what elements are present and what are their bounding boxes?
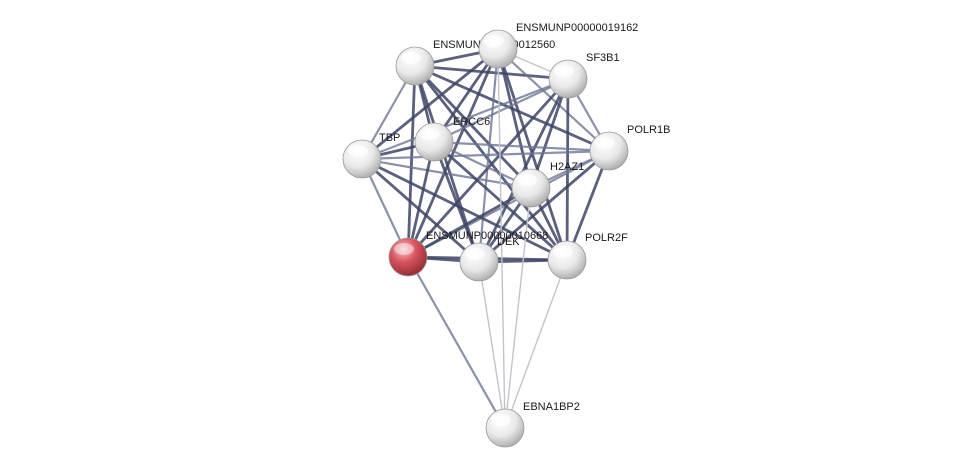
node-highlight	[394, 243, 414, 255]
edge-012560-010668	[406, 64, 417, 259]
edge-h2az1-ebna1bp2	[504, 187, 532, 429]
edge-sf3b1-tbp	[360, 77, 570, 161]
node-ensmunp00000012560[interactable]: ENSMUNP00000012560	[395, 39, 555, 86]
node-label: POLR1B	[627, 124, 670, 136]
node-highlight	[595, 137, 615, 149]
node-label: ERCC6	[453, 116, 490, 128]
node-label: DEK	[497, 236, 520, 248]
node-h2az1[interactable]: H2AZ1	[511, 161, 584, 208]
node-highlight	[465, 248, 485, 260]
edge-012560-h2az1	[413, 64, 533, 190]
node-label: TBP	[379, 132, 400, 144]
edge-019162-polr1b	[496, 47, 611, 153]
node-highlight	[484, 35, 504, 47]
node-highlight	[553, 246, 573, 258]
nodes-layer: ENSMUNP00000012560 ENSMUNP00000019162SF3B…	[342, 22, 670, 448]
node-ensmunp00000019162[interactable]: ENSMUNP00000019162	[478, 22, 638, 69]
edge-019162-010668	[406, 47, 500, 259]
edge-dek-ebna1bp2	[478, 261, 506, 429]
node-highlight	[401, 52, 421, 64]
node-label: EBNA1BP2	[523, 401, 580, 413]
node-label: POLR2F	[585, 232, 628, 244]
node-highlight	[420, 128, 440, 140]
node-polr1b[interactable]: POLR1B	[589, 124, 670, 171]
node-ercc6[interactable]: ERCC6	[414, 116, 490, 162]
node-ebna1bp2[interactable]: EBNA1BP2	[485, 401, 580, 448]
node-label: H2AZ1	[550, 161, 584, 173]
node-ensmunp00000010668[interactable]: ENSMUNP00000010668	[388, 230, 548, 277]
node-circle[interactable]	[388, 237, 428, 277]
edge-polr1b-tbp	[360, 149, 611, 161]
node-dek[interactable]: DEK	[459, 236, 520, 282]
node-highlight	[517, 174, 537, 186]
edge-polr1b-dek	[477, 149, 611, 264]
edges-layer	[360, 47, 611, 430]
edge-polr2f-ebna1bp2	[504, 259, 568, 429]
edge-tbp-dek	[360, 157, 481, 264]
edge-019162-ebna1bp2	[497, 48, 506, 429]
node-label: SF3B1	[586, 52, 620, 64]
node-label: ENSMUNP00000019162	[516, 22, 638, 34]
edge-ercc6-dek	[432, 140, 481, 264]
edge-polr1b-polr2f	[565, 149, 611, 262]
node-label: ENSMUNP00000010668	[426, 230, 548, 242]
edge-tbp-polr2f	[360, 157, 569, 262]
node-highlight	[348, 145, 368, 157]
edge-polr1b-ercc6	[432, 140, 611, 153]
edge-010668-ebna1bp2	[406, 255, 507, 430]
node-tbp[interactable]: TBP	[342, 132, 400, 179]
node-highlight	[554, 65, 574, 77]
edge-019162-tbp	[360, 47, 500, 161]
edge-sf3b1-ercc6	[432, 77, 570, 144]
node-sf3b1[interactable]: SF3B1	[548, 52, 620, 99]
node-polr2f[interactable]: POLR2F	[547, 232, 628, 280]
node-highlight	[491, 414, 511, 426]
edge-ercc6-010668	[406, 140, 436, 259]
edge-012560-sf3b1	[413, 64, 570, 81]
edge-h2az1-010668	[406, 186, 533, 259]
